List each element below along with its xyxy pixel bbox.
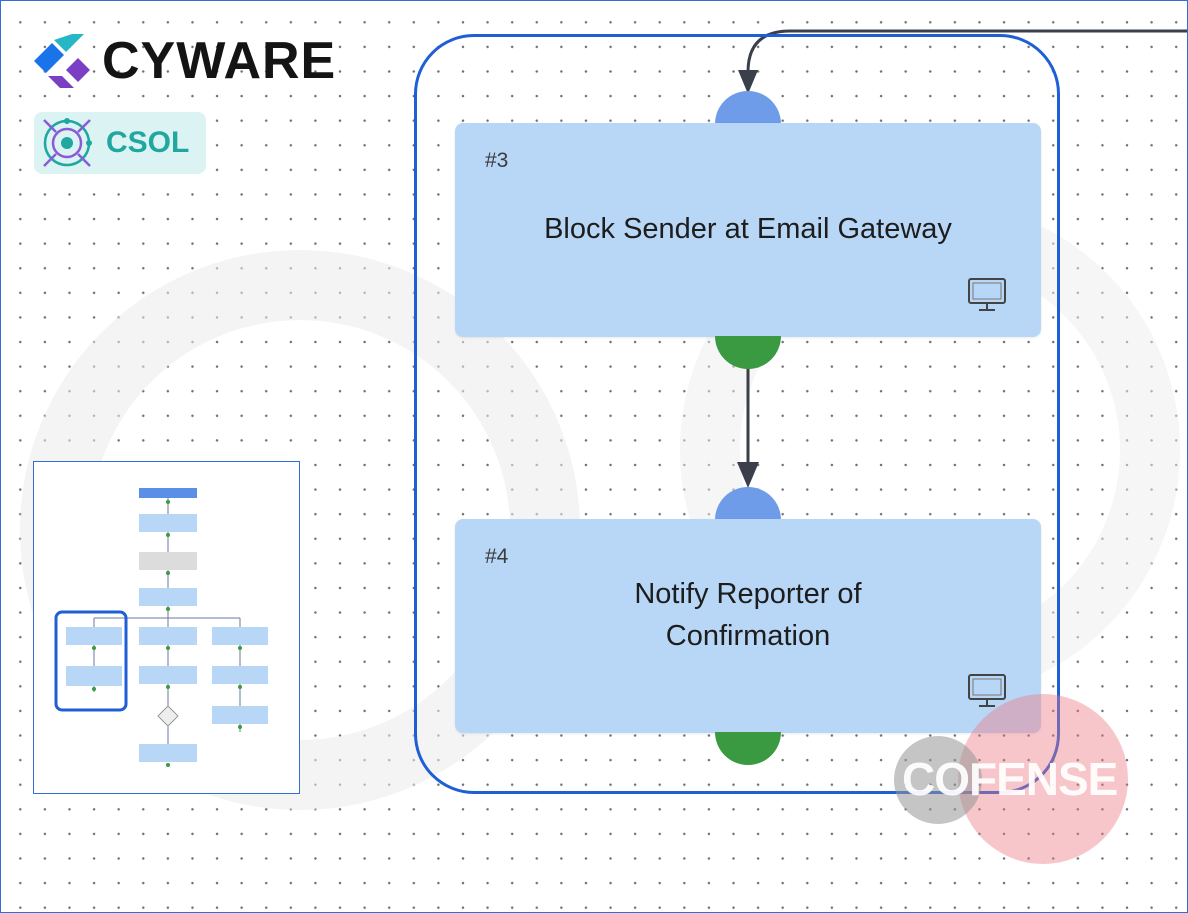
workflow-node-4[interactable]: #4 Notify Reporter of Confirmation [455,519,1041,733]
monitor-icon [968,278,1006,311]
cyware-logo-icon [34,34,90,88]
workflow-minimap[interactable] [33,461,300,794]
monitor-icon [968,674,1006,707]
node-number: #3 [485,149,509,172]
cyware-logo: CYWARE [34,30,336,92]
node-title: Block Sender at Email Gateway [544,213,952,245]
watermark-circle [894,736,982,824]
action-group-container[interactable] [414,34,1060,794]
csol-badge-label: CSOL [106,126,190,159]
csol-orbit-icon [43,118,92,167]
csol-badge: CSOL [34,112,206,174]
watermark-circle [958,694,1128,864]
node-number: #4 [485,545,509,568]
workflow-node-3[interactable]: #3 Block Sender at Email Gateway [455,123,1041,337]
node-title: Notify Reporter of Confirmation [634,578,862,652]
watermark-text: COFENSE [902,753,1118,805]
cofense-watermark: COFENSE [892,694,1128,864]
minimap-diagram [54,488,268,767]
logo-text: CYWARE [102,32,337,90]
